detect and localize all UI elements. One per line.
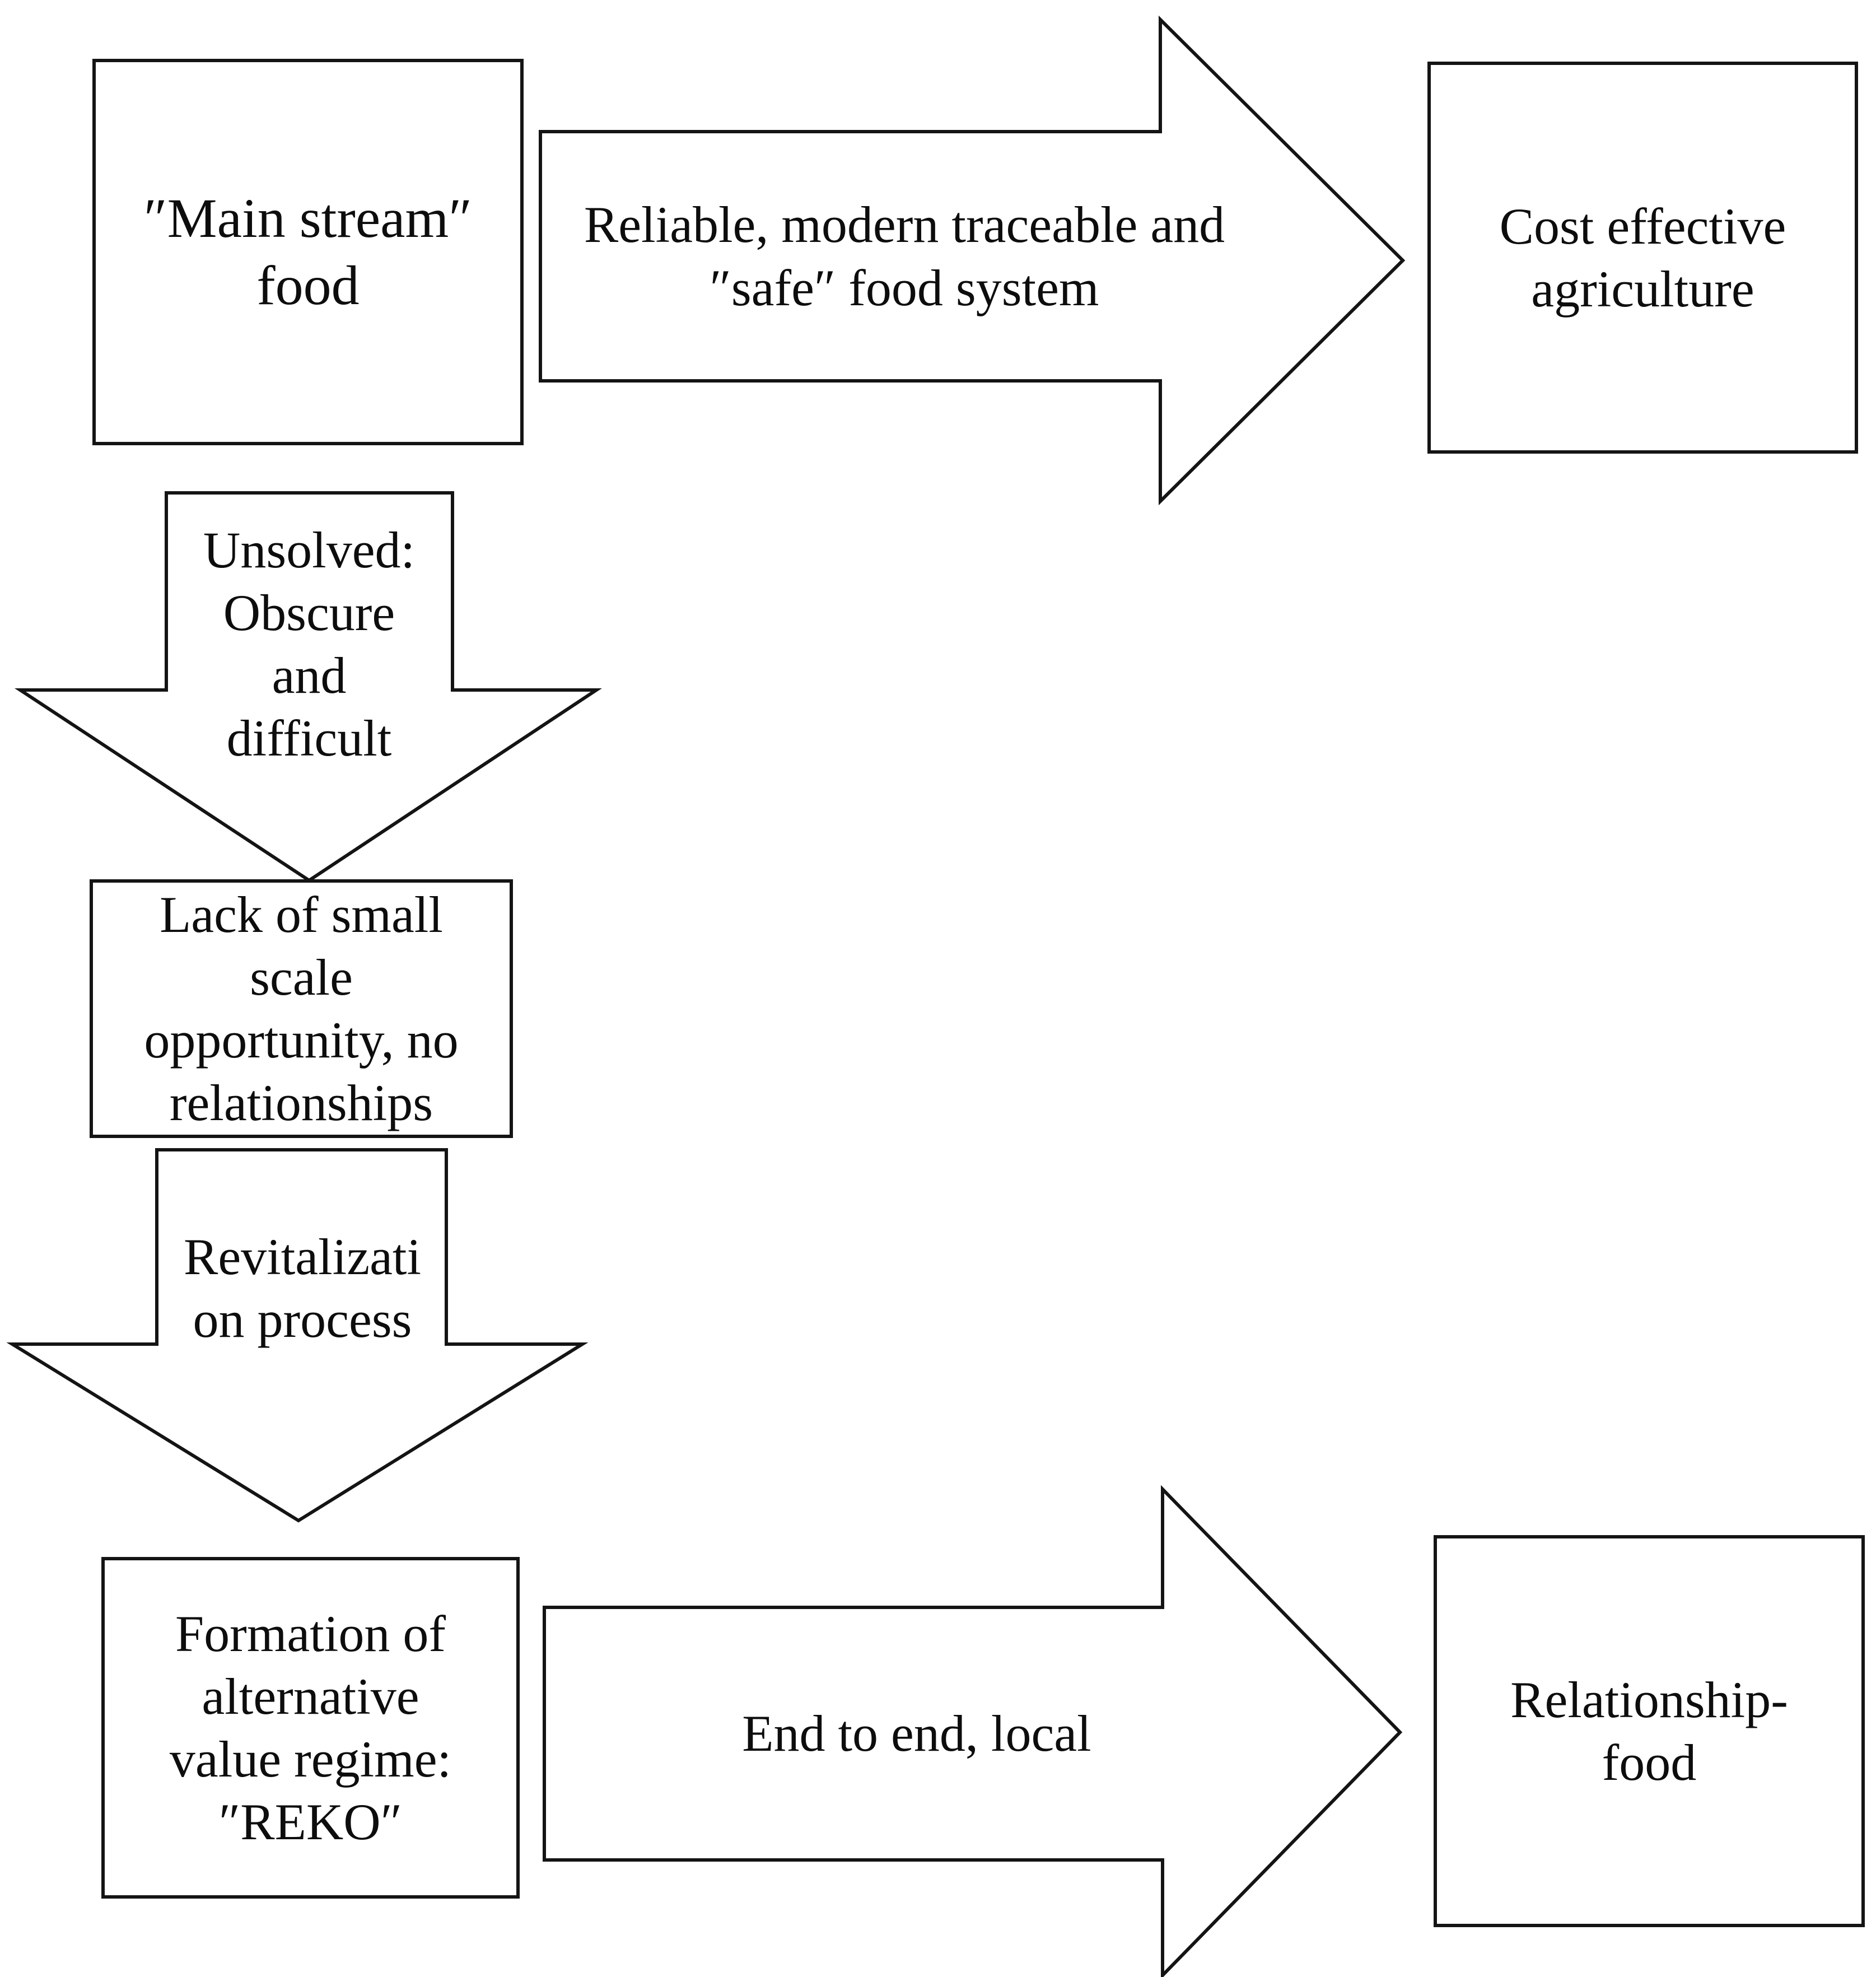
box-main-stream-food: ″Main stream″ food	[92, 59, 524, 445]
right-arrow-end-to-end-shape	[543, 1485, 1403, 1977]
box-lack-of-small-scale: Lack of small scale opportunity, no rela…	[90, 879, 513, 1138]
box-relationship-food-label: Relationship- food	[1510, 1671, 1788, 1791]
box-cost-effective-agriculture: Cost effective agriculture	[1427, 62, 1858, 454]
box-formation-alternative-value-regime-label: Formation of alternative value regime: ″…	[169, 1605, 452, 1851]
box-main-stream-food-label: ″Main stream″ food	[144, 187, 472, 316]
down-arrow-revitalization-shape	[6, 1148, 589, 1523]
box-formation-alternative-value-regime: Formation of alternative value regime: ″…	[101, 1557, 520, 1899]
box-relationship-food: Relationship- food	[1434, 1535, 1865, 1927]
box-lack-of-small-scale-label: Lack of small scale opportunity, no rela…	[144, 885, 459, 1132]
down-arrow-unsolved-shape	[14, 491, 602, 883]
box-cost-effective-agriculture-label: Cost effective agriculture	[1499, 197, 1786, 318]
right-arrow-reliable-shape	[539, 15, 1406, 506]
